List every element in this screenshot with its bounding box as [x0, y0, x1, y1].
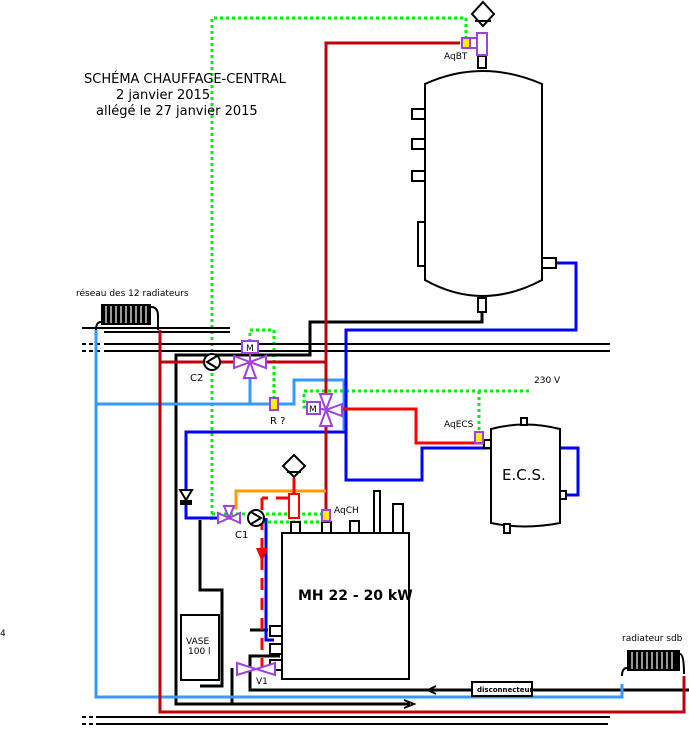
title-line1: SCHÉMA CHAUFFAGE-CENTRAL	[84, 71, 287, 87]
disconnector-label: disconnecteur	[477, 686, 533, 694]
flow-arrow-left	[425, 685, 437, 695]
radiator-bathroom-label: radiateur sdb	[622, 634, 683, 644]
radiator-icon	[95, 304, 159, 331]
valve-v1-icon	[236, 661, 276, 677]
r-sensor	[269, 397, 279, 411]
red-flow-arrow	[256, 548, 268, 562]
page-marker: 4	[0, 629, 6, 639]
vase-label-line2: 100 l	[188, 647, 211, 657]
bathroom-radiator-icon	[621, 650, 685, 677]
boiler-air-vent-icon	[281, 453, 307, 479]
vase-label-line1: VASE	[186, 637, 209, 647]
check-valve-icon	[178, 489, 194, 505]
aqch-sensor	[321, 509, 331, 522]
pump-c2-icon	[203, 353, 221, 371]
aqecs-label: AqECS	[444, 420, 474, 430]
ecs-tank-label: E.C.S.	[502, 466, 546, 484]
cold-pipes	[184, 261, 580, 642]
pump-c1-label: C1	[235, 530, 248, 541]
air-vent-icon	[470, 0, 496, 28]
aqbt-label: AqBT	[444, 52, 468, 62]
pump-c1-icon	[247, 509, 265, 527]
safety-valve	[288, 493, 300, 519]
aqbt-sensor	[461, 32, 488, 56]
title-line3: allégé le 27 janvier 2015	[96, 104, 258, 119]
flow-arrow-right	[403, 699, 417, 709]
motor-m1-label: M	[246, 344, 254, 354]
motor-m2-label: M	[309, 405, 317, 415]
three-way-valve-c1-icon	[217, 505, 241, 525]
valve-v1-label: V1	[256, 677, 268, 687]
main-bus-top	[82, 327, 610, 352]
title-line2: 2 janvier 2015	[116, 88, 210, 103]
aqecs-sensor	[474, 431, 484, 444]
boiler	[269, 490, 410, 680]
pump-c2-label: C2	[190, 373, 203, 384]
three-way-valve-2-icon	[306, 393, 343, 427]
aqch-label: AqCH	[334, 506, 359, 516]
main-bus-bottom	[82, 716, 610, 725]
voltage-label: 230 V	[534, 376, 561, 386]
r-sensor-label: R ?	[270, 416, 285, 427]
expansion-vessel	[180, 614, 220, 681]
three-way-valve-1-icon	[233, 340, 267, 379]
ecs-tank	[483, 417, 567, 534]
boiler-label: MH 22 - 20 kW	[298, 588, 413, 604]
radiator-network-label: réseau des 12 radiateurs	[76, 288, 189, 299]
buffer-tank	[411, 55, 557, 313]
hot-pipes-bright	[260, 407, 484, 676]
